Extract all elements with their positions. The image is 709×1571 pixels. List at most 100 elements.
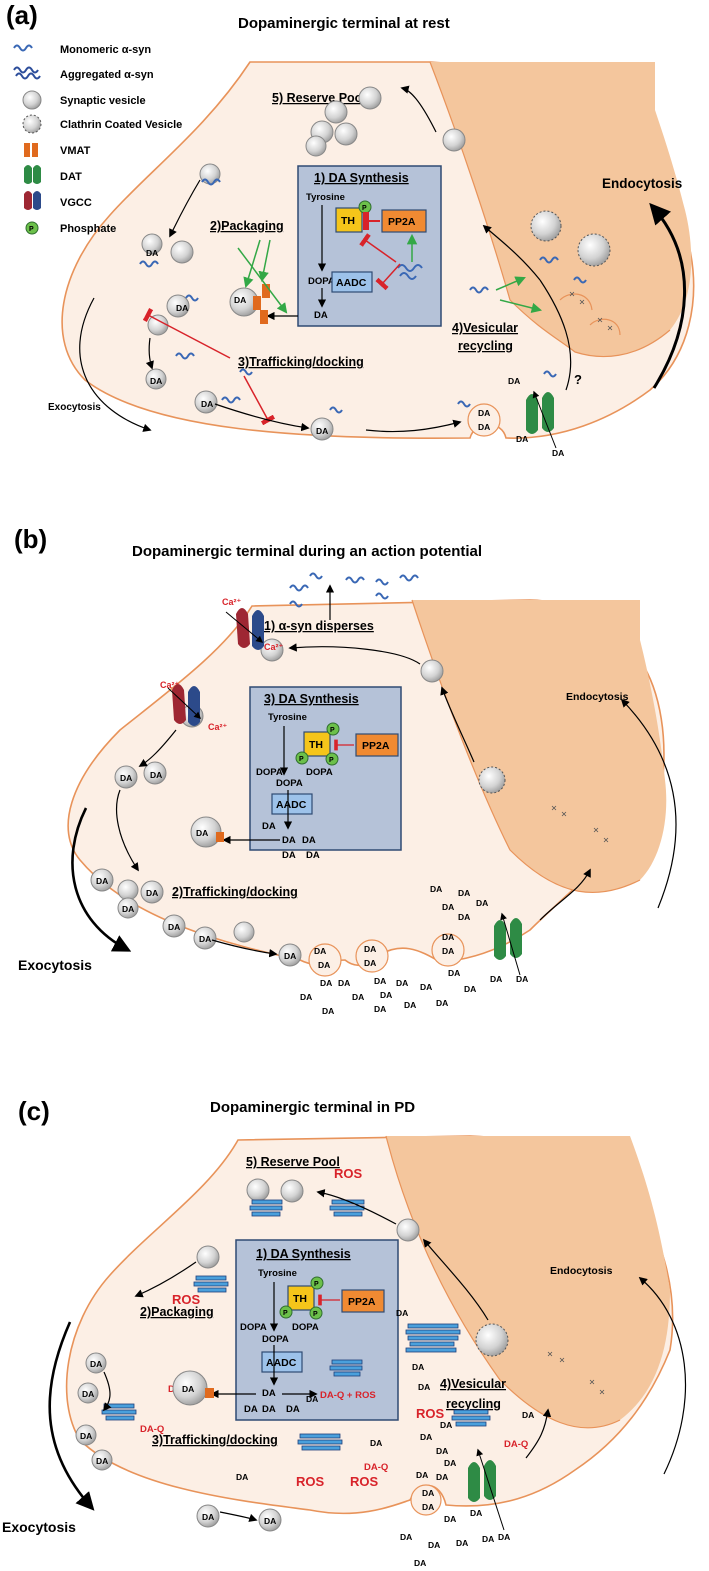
panel-b: (b) Dopaminergic terminal during an acti… (14, 524, 677, 1016)
panel-b-dat (494, 918, 522, 960)
panel-c-s23: DA (396, 1308, 408, 1318)
panel-b-r11: DA (458, 912, 470, 922)
panel-b-r2: DA (318, 960, 330, 970)
panel-c-s8: DA (444, 1458, 456, 1468)
panel-a-da-v6: DA (234, 295, 246, 305)
panel-c-dopa3: DOPA (292, 1322, 319, 1333)
panel-b-dav8: DA (199, 934, 211, 944)
panel-b-dopa1: DOPA (256, 767, 283, 778)
panel-c-pp2a-label: PP2A (348, 1296, 376, 1308)
panel-b-exocytosis: Exocytosis (18, 957, 92, 973)
panel-b-r17: DA (374, 976, 386, 986)
panel-c-s12: DA (422, 1502, 434, 1512)
panel-a-da-v1: DA (146, 248, 158, 258)
panel-b-p1: P (330, 727, 335, 734)
panel-b-r8: DA (458, 888, 470, 898)
panel-b-dav7: DA (168, 922, 180, 932)
panel-c-da4: DA (244, 1404, 258, 1415)
panel-a-da-pit2: DA (478, 422, 490, 432)
panel-a-axon (430, 62, 692, 357)
panel-a-da-v5: DA (316, 426, 328, 436)
panel-a-aadc-label: AADC (336, 277, 367, 289)
panel-c-ros2: ROS (172, 1292, 201, 1307)
panel-a-title: Dopaminergic terminal at rest (238, 15, 450, 32)
panel-b-letter: (b) (14, 524, 47, 554)
legend: Monomeric α-syn Aggregated α-syn Synapti… (13, 44, 182, 235)
panel-a-da-v3: DA (150, 376, 162, 386)
panel-c-dav3: DA (80, 1431, 92, 1441)
panel-c-dav5: DA (182, 1384, 194, 1394)
panel-b-r9: DA (476, 898, 488, 908)
panel-b-r25: DA (490, 974, 502, 984)
panel-b-dav5: DA (146, 888, 158, 898)
panel-c-vesicles (75, 1178, 509, 1532)
panel-a-da-v2: DA (176, 303, 188, 313)
panel-c-da3: DA (286, 1404, 300, 1415)
panel-c-s3: DA (236, 1472, 248, 1482)
panel-c-s15: DA (456, 1538, 468, 1548)
panel-c-ros5: ROS (350, 1474, 379, 1489)
panel-c-p3: P (313, 1311, 318, 1318)
panel-c-dav4: DA (96, 1456, 108, 1466)
dat-icon (24, 165, 41, 184)
panel-a-vesicles (141, 86, 611, 441)
legend-label-1: Aggregated α-syn (60, 69, 154, 81)
panel-c-tyrosine: Tyrosine (258, 1268, 297, 1279)
panel-b-da2: DA (282, 835, 296, 846)
panel-a-dopa: DOPA (308, 276, 335, 287)
panel-c-dopa1: DOPA (240, 1322, 267, 1333)
vgcc-icon (24, 191, 41, 210)
panel-c-letter: (c) (18, 1096, 50, 1126)
panel-b-th-label: TH (309, 739, 323, 751)
panel-c-dav1: DA (90, 1359, 102, 1369)
panel-a-question: ? (574, 372, 582, 387)
panel-c-s22: DA (440, 1420, 452, 1430)
aggregated-asyn-icon (13, 66, 41, 80)
legend-label-2: Synaptic vesicle (60, 95, 146, 107)
panel-b-r19: DA (396, 978, 408, 988)
legend-label-0: Monomeric α-syn (60, 44, 151, 56)
panel-b-ca2: Ca²⁺ (264, 642, 284, 652)
panel-c-s1: DA (306, 1394, 318, 1404)
panel-c-da1: DA (262, 1388, 276, 1399)
monomeric-asyn-icon (13, 44, 33, 52)
legend-label-7: Phosphate (60, 223, 116, 235)
panel-c-da2: DA (262, 1404, 276, 1415)
panel-c-s13: DA (400, 1532, 412, 1542)
panel-b-r24: DA (464, 984, 476, 994)
panel-b-dav6: DA (122, 904, 134, 914)
panel-b-r13: DA (300, 992, 312, 1002)
panel-a-synthesis-box (297, 165, 442, 327)
clathrin-vesicle-icon (22, 114, 42, 134)
panel-b-asyn (289, 572, 419, 608)
panel-c: (c) Dopaminergic terminal in PD 1) DA Sy… (2, 1096, 687, 1568)
panel-c-s20: DA (498, 1532, 510, 1542)
panel-b-da4: DA (282, 850, 296, 861)
panel-b-axon (412, 600, 667, 893)
panel-c-s17: DA (444, 1514, 456, 1524)
panel-c-packaging: 2)Packaging (140, 1305, 214, 1319)
panel-b-ca1: Ca²⁺ (222, 597, 242, 607)
legend-label-6: VGCC (60, 197, 92, 209)
legend-label-3: Clathrin Coated Vesicle (60, 119, 182, 131)
panel-b-r14: DA (322, 1006, 334, 1016)
panel-a-da-pit1: DA (478, 408, 490, 418)
panel-c-s6: DA (420, 1432, 432, 1442)
panel-b-disperse: 1) α-syn disperses (264, 619, 374, 633)
panel-c-s5: DA (418, 1382, 430, 1392)
panel-c-s7: DA (436, 1446, 448, 1456)
panel-a-th-label: TH (341, 215, 355, 227)
panel-b-dav3: DA (196, 828, 208, 838)
panel-a-da-out1: DA (508, 376, 520, 386)
panel-c-ros1: ROS (334, 1166, 363, 1181)
panel-c-da-scatter: DA DA DA DA DA DA DA DA DA DA DA DA DA D… (236, 1308, 534, 1568)
panel-a-reserve: 5) Reserve Pool (272, 91, 366, 105)
panel-b-da5: DA (306, 850, 320, 861)
panel-b-r10: DA (442, 902, 454, 912)
panel-c-daq-ros: DA-Q + ROS (320, 1390, 376, 1401)
panel-a-da-out3: DA (552, 448, 564, 458)
panel-a-pp2a-label: PP2A (388, 216, 416, 228)
panel-c-s9: DA (416, 1470, 428, 1480)
panel-a-da: DA (314, 310, 328, 321)
